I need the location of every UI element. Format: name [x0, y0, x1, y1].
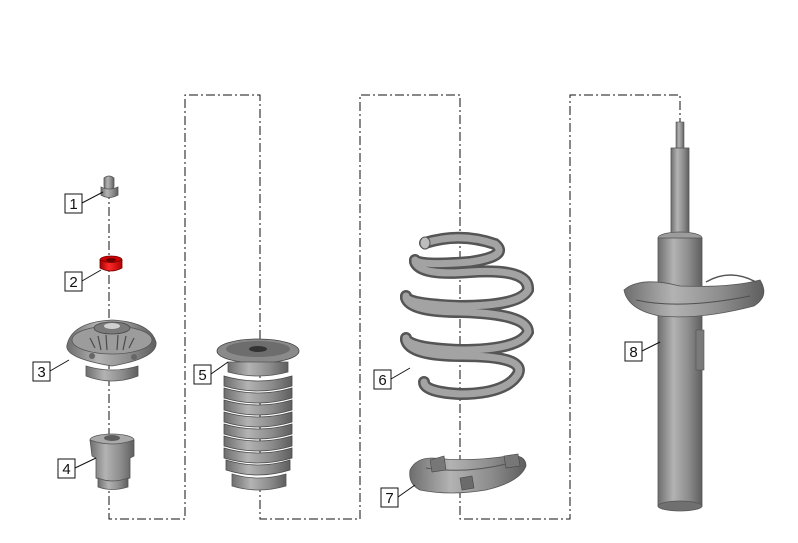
part-shock-absorber [623, 121, 765, 512]
leader-lines [49, 191, 661, 498]
callout-8: 8 [624, 341, 643, 362]
callout-2-label: 2 [69, 274, 77, 291]
part-coil-spring [400, 231, 535, 401]
callout-8-label: 8 [629, 344, 637, 361]
callout-6: 6 [373, 369, 392, 390]
callout-7: 7 [380, 487, 399, 508]
callout-2: 2 [64, 271, 83, 292]
part-lower-spring-seat [409, 453, 527, 494]
callout-1: 1 [64, 193, 83, 214]
part-cap-nut [100, 175, 119, 198]
assembly-lines [108, 94, 681, 520]
part-retaining-nut [99, 255, 123, 272]
callout-1-label: 1 [69, 196, 77, 213]
callout-5-label: 5 [198, 367, 206, 384]
part-bump-stop [89, 433, 135, 490]
part-top-mount [66, 319, 157, 382]
callout-4-label: 4 [62, 461, 70, 478]
callout-7-label: 7 [385, 490, 393, 507]
callout-3: 3 [32, 361, 51, 382]
callout-4: 4 [57, 458, 76, 479]
callout-6-label: 6 [378, 372, 386, 389]
part-dust-boot [216, 338, 300, 491]
callout-5: 5 [193, 364, 212, 385]
callout-3-label: 3 [37, 364, 45, 381]
